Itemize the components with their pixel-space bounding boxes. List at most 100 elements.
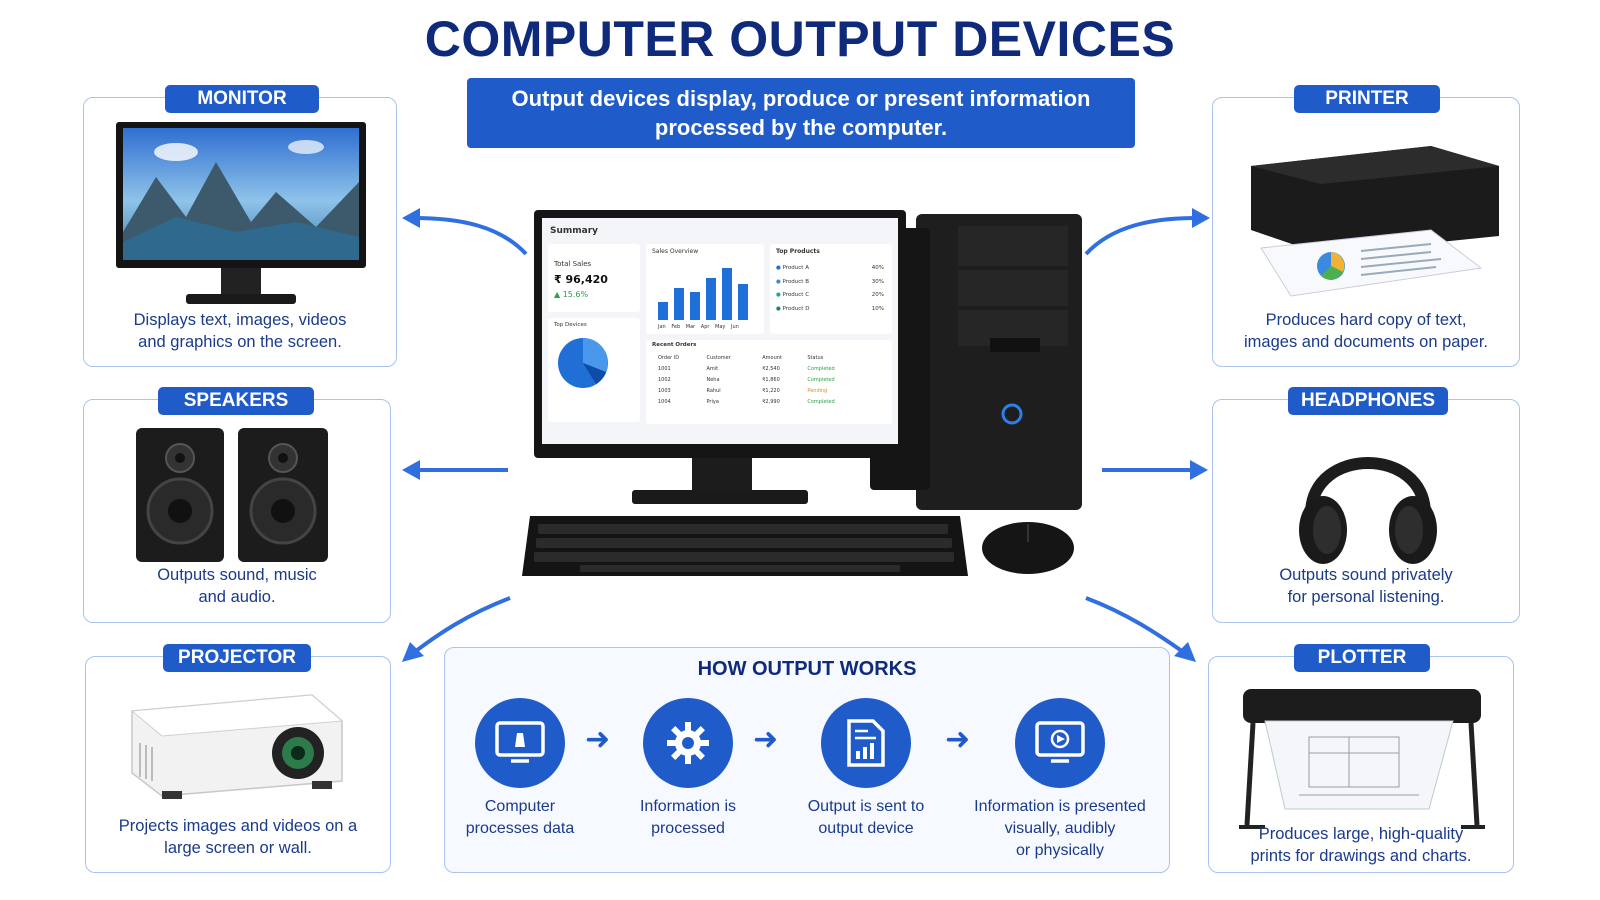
product-0-pct: 40% <box>871 265 884 271</box>
month-5: Jun <box>730 324 739 330</box>
order-customer: Amit <box>706 366 719 372</box>
screen-months: Jan Feb Mar Apr May Jun <box>658 324 739 330</box>
order-amount: ₹1,860 <box>762 377 780 383</box>
projector-desc-1: Projects images and videos on a <box>118 817 358 835</box>
headphones-label: HEADPHONES <box>1288 387 1448 415</box>
order-customer: Rahul <box>706 388 721 394</box>
order-amount: ₹2,540 <box>762 366 780 372</box>
monitor-label: MONITOR <box>165 85 319 113</box>
projector-icon <box>130 694 344 799</box>
how-output-panel: HOW OUTPUT WORKS ➜ ➜ <box>444 647 1170 873</box>
monitor-icon <box>116 122 366 304</box>
product-3-name: Product D <box>782 305 810 312</box>
step-2-text: Information is processed <box>613 796 763 840</box>
screen-pie-title: Top Devices <box>554 322 587 328</box>
speakers-desc-1: Outputs sound, music <box>157 566 317 584</box>
product-1-pct: 30% <box>871 278 884 285</box>
arrow-to-speakers <box>402 460 508 480</box>
table-row: 1004 Priya ₹2,990 Completed <box>658 397 870 408</box>
printer-desc-2: images and documents on paper. <box>1244 333 1488 351</box>
printer-icon <box>1251 146 1499 297</box>
step-3-line-2: output device <box>818 820 914 837</box>
table-row: 1001 Amit ₹2,540 Completed <box>658 364 870 375</box>
order-id: 1002 <box>658 377 671 383</box>
step-1-line-2: processes data <box>465 820 575 837</box>
projector-label: PROJECTOR <box>163 644 311 672</box>
step-arrow-3: ➜ <box>945 723 971 756</box>
printer-card: PRINTER Produces hard copy of text, imag… <box>1212 85 1520 367</box>
printer-label: PRINTER <box>1294 85 1440 113</box>
orders-col-amount: Amount <box>762 355 782 361</box>
screen-overview-title: Sales Overview <box>652 248 699 255</box>
speakers-desc-2: and audio. <box>198 588 276 606</box>
headphones-card: HEADPHONES Outputs sound privately for p… <box>1212 387 1520 623</box>
arrow-to-printer <box>1084 208 1210 256</box>
monitor-desc-2: and graphics on the screen. <box>138 333 342 351</box>
screen-orders-table: Order ID Customer Amount Status 1001 Ami… <box>658 353 870 408</box>
step-2-line-1: Information is <box>639 798 737 815</box>
subtitle-banner: Output devices display, produce or prese… <box>467 78 1135 148</box>
orders-col-status: Status <box>807 355 824 361</box>
center-monitor-base <box>632 490 808 504</box>
monitor-card: MONITOR Displays text, images, videos an… <box>83 85 397 367</box>
product-2-name: Product C <box>782 292 810 298</box>
step-1 <box>475 698 565 788</box>
product-1-name: Product B <box>782 278 809 285</box>
order-customer: Priya <box>706 399 719 405</box>
screen-sales-change: ▲ 15.6% <box>554 290 589 299</box>
step-arrow-2: ➜ <box>753 723 779 756</box>
orders-col-customer: Customer <box>706 355 731 361</box>
projector-card: PROJECTOR Projects images and videos on … <box>85 644 391 873</box>
screen-products-card <box>770 244 892 334</box>
order-status: Completed <box>807 366 835 372</box>
plotter-label: PLOTTER <box>1294 644 1430 672</box>
order-status: Completed <box>807 377 835 383</box>
screen-pie-chart <box>558 338 608 388</box>
month-0: Jan <box>658 324 666 330</box>
table-row: 1002 Neha ₹1,860 Completed <box>658 375 870 386</box>
screen-header: Summary <box>550 226 599 236</box>
plotter-icon <box>1239 689 1485 829</box>
screen-products-title: Top Products <box>776 248 820 255</box>
step-4 <box>1015 698 1105 788</box>
product-0-name: Product A <box>782 265 809 271</box>
step-4-line-3: or physically <box>1015 842 1105 859</box>
arrow-to-headphones <box>1102 460 1208 480</box>
order-id: 1003 <box>658 388 671 394</box>
projector-desc-2: large screen or wall. <box>164 839 312 857</box>
center-screen: Summary Total Sales ₹ 96,420 ▲ 15.6% Sal… <box>542 218 898 444</box>
order-amount: ₹1,220 <box>762 388 780 394</box>
step-1-line-1: Computer <box>484 798 556 815</box>
step-3-line-1: Output is sent to <box>807 798 925 815</box>
screen-orders-title: Recent Orders <box>652 342 697 348</box>
speakers-label: SPEAKERS <box>158 387 314 415</box>
center-computer: Summary Total Sales ₹ 96,420 ▲ 15.6% Sal… <box>520 210 1082 590</box>
screen-sales-label: Total Sales <box>554 260 592 268</box>
arrow-to-projector <box>402 596 511 662</box>
order-id: 1004 <box>658 399 671 405</box>
order-status: Pending <box>807 388 828 394</box>
table-row: 1003 Rahul ₹1,220 Pending <box>658 386 870 397</box>
step-2-line-2: processed <box>651 820 725 837</box>
gear-icon <box>667 722 709 764</box>
monitor-play-icon <box>1035 721 1085 763</box>
order-id: 1001 <box>658 366 671 372</box>
plotter-card: PLOTTER Produces large, high-quality pri… <box>1208 644 1514 873</box>
order-status: Completed <box>807 399 835 405</box>
month-3: Apr <box>700 324 710 330</box>
headphones-desc-2: for personal listening. <box>1287 588 1445 606</box>
step-3-text: Output is sent to output device <box>781 796 951 840</box>
page-title: COMPUTER OUTPUT DEVICES <box>424 11 1176 67</box>
product-3-pct: 10% <box>871 305 884 312</box>
mouse-icon <box>982 522 1074 574</box>
step-4-text: Information is presented visually, audib… <box>955 796 1165 862</box>
step-2 <box>643 698 733 788</box>
step-1-text: Computer processes data <box>445 796 595 840</box>
orders-header-row: Order ID Customer Amount Status <box>658 353 870 364</box>
order-customer: Neha <box>706 377 720 383</box>
order-amount: ₹2,990 <box>762 399 780 405</box>
step-4-line-2: visually, audibly <box>1004 820 1116 837</box>
product-2-pct: 20% <box>871 292 884 298</box>
month-2: Mar <box>685 324 696 330</box>
arrow-to-monitor <box>402 208 528 256</box>
